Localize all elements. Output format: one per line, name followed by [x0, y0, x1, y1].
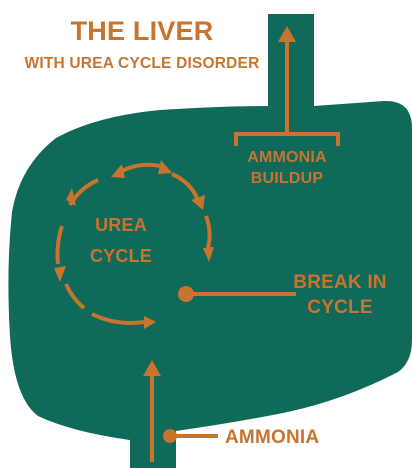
ammonia-buildup-label-line2: BUILDUP — [251, 170, 324, 187]
break-in-cycle-label-line1: BREAK IN — [293, 272, 386, 293]
diagram-title: THE LIVER — [71, 16, 214, 46]
break-in-cycle-label-line2: CYCLE — [307, 297, 372, 318]
urea-cycle-label-line1: UREA — [95, 215, 147, 235]
ammonia-label: AMMONIA — [225, 427, 319, 448]
break-pointer-dot — [178, 286, 194, 302]
urea-cycle-label-line2: CYCLE — [90, 246, 152, 266]
diagram-subtitle: WITH UREA CYCLE DISORDER — [24, 55, 259, 72]
ammonia-buildup-label-line1: AMMONIA — [247, 149, 327, 166]
ammonia-pointer-dot — [163, 429, 177, 443]
